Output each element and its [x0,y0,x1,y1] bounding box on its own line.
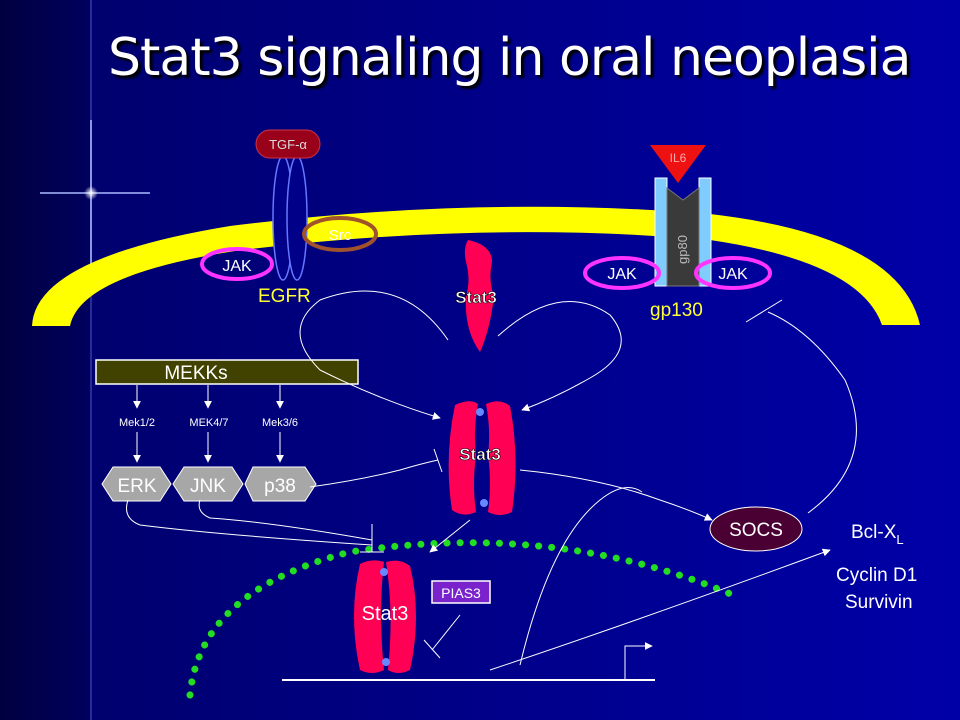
jnk-label: JNK [190,476,226,497]
sparkle-icon [40,120,150,270]
mekks-label: MEKKs [164,363,227,384]
cyclin-d1-label: Cyclin D1 [836,565,917,586]
mek12-label: Mek1/2 [119,417,155,429]
il6-ligand [650,145,706,183]
il6-label: IL6 [670,151,687,165]
mek47-label: MEK4/7 [189,417,228,429]
stat3-dimer-lower [354,560,416,673]
socs-label: SOCS [729,520,783,541]
erk-label: ERK [117,476,156,497]
egfr-receptor [272,155,308,281]
erk-node [101,466,172,502]
bclxl-subscript: L [896,532,903,547]
socs-ellipse [709,506,803,552]
jak-left-label: JAK [607,266,637,283]
jak-egfr-label: JAK [222,258,252,275]
pias3-box [431,580,491,604]
src-ring [302,216,378,252]
bclxl-main: Bcl-X [851,522,897,543]
bclxl-label: Bcl-XL [851,522,904,547]
jak-egfr-ring [200,247,274,281]
pathway-arrows [126,290,857,681]
slide-title: Stat3 signaling in oral neoplasia [108,28,911,88]
nuclear-envelope [186,539,744,699]
stat3-monomer [464,240,494,352]
tgf-alpha-label: TGF-α [269,137,307,152]
src-label: Src [329,227,352,244]
pias3-label: PIAS3 [441,585,481,601]
p38-label: p38 [264,476,296,497]
mek36-label: Mek3/6 [262,417,298,429]
jak-left-ring [583,256,661,290]
tgf-alpha-ligand [255,129,321,159]
stat3-lower-label: Stat3 [362,603,409,625]
egfr-label: EGFR [258,286,311,307]
gp130-label: gp130 [650,300,703,321]
jak-right-ring [694,256,772,290]
gp130-receptor [654,177,712,287]
survivin-label: Survivin [845,592,913,613]
stat3-upper-label: Stat3 [455,288,497,307]
jak-right-label: JAK [718,266,748,283]
jnk-node [172,466,244,502]
gp80-label: gp80 [675,235,690,264]
p38-node [244,466,317,502]
stat3-dimer-middle [448,401,516,515]
stat3-middle-label: Stat3 [459,445,501,464]
